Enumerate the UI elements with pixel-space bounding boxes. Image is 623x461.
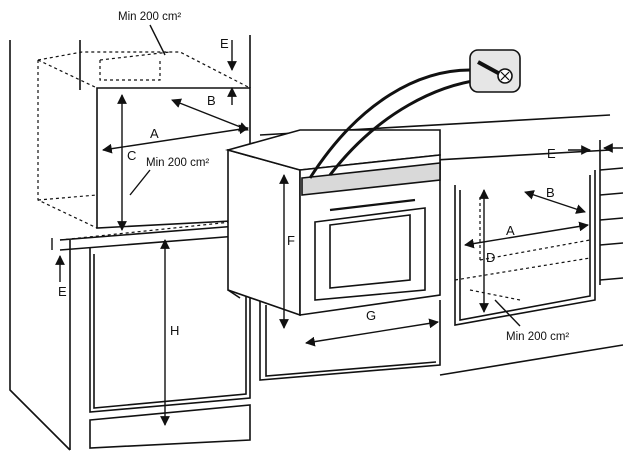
label-c: C: [127, 148, 136, 163]
label-b-upper: B: [207, 93, 216, 108]
label-e-left: E: [58, 284, 67, 299]
dimension-arrows: [102, 94, 589, 426]
label-e-top: E: [220, 36, 229, 51]
screw-icon: [469, 49, 521, 93]
label-a-right: A: [506, 223, 515, 238]
note-ventilation-middle: Min 200 cm²: [146, 157, 209, 169]
e-gap-arrows: [51, 24, 623, 327]
note-ventilation-top: Min 200 cm²: [118, 11, 181, 23]
label-e-right: E: [547, 146, 556, 161]
label-f: F: [287, 233, 295, 248]
oven: [225, 68, 481, 317]
label-g: G: [366, 308, 376, 323]
label-d: D: [486, 250, 495, 265]
note-ventilation-right: Min 200 cm²: [506, 331, 569, 343]
tall-cabinet: [9, 35, 251, 451]
label-h: H: [170, 323, 179, 338]
label-b-right: B: [546, 185, 555, 200]
label-a-upper: A: [150, 126, 159, 141]
